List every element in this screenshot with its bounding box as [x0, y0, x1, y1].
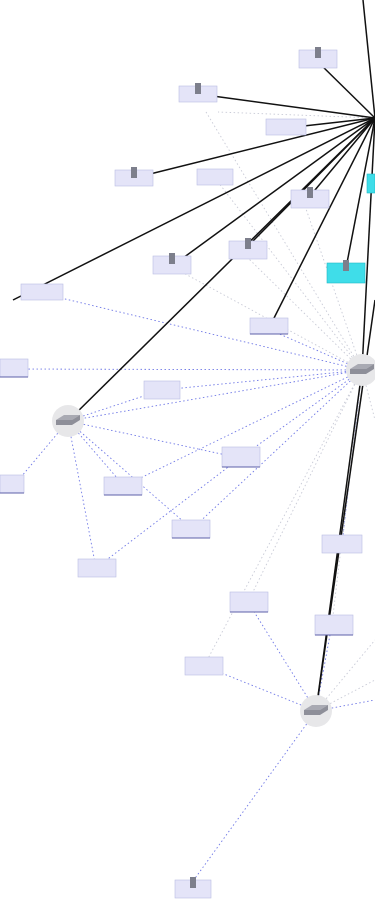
- edge: [67, 117, 375, 422]
- edge: [123, 369, 363, 487]
- node-box[interactable]: [221, 446, 261, 468]
- node-box[interactable]: [174, 877, 212, 899]
- switch-icon: [350, 364, 374, 374]
- node-box[interactable]: [178, 83, 218, 103]
- edge: [361, 117, 375, 371]
- edge: [214, 177, 363, 371]
- edge: [309, 117, 375, 197]
- edge: [239, 369, 363, 459]
- node-box-highlighted[interactable]: [326, 260, 366, 284]
- server-icon: [195, 83, 201, 94]
- edge: [67, 420, 97, 569]
- edge: [315, 679, 375, 712]
- node-box[interactable]: [229, 591, 269, 613]
- server-icon: [190, 877, 196, 888]
- node-box[interactable]: [249, 317, 289, 335]
- dotted-edges: [15, 111, 375, 889]
- server-icon: [131, 167, 137, 178]
- node-box[interactable]: [20, 283, 64, 301]
- edge: [247, 369, 363, 603]
- node-box[interactable]: [103, 476, 143, 496]
- node-box[interactable]: [143, 380, 181, 400]
- node-box[interactable]: [196, 168, 234, 186]
- hub-left[interactable]: [52, 405, 84, 437]
- edge: [331, 369, 363, 625]
- node-box[interactable]: [321, 534, 363, 554]
- node-box[interactable]: [265, 118, 307, 136]
- edge: [247, 257, 363, 371]
- edge: [95, 457, 241, 569]
- node-box[interactable]: [77, 558, 117, 578]
- edge: [171, 117, 375, 267]
- edge: [362, 0, 375, 119]
- server-icon: [307, 187, 313, 198]
- node-box[interactable]: [152, 253, 192, 275]
- edge: [67, 420, 241, 459]
- edge: [315, 623, 333, 712]
- node-box[interactable]: [184, 656, 224, 676]
- node-box[interactable]: [298, 47, 338, 69]
- edge: [67, 369, 363, 422]
- node-box[interactable]: [228, 238, 268, 260]
- node-box[interactable]: [314, 614, 354, 636]
- edge: [67, 420, 193, 530]
- node-box[interactable]: [0, 358, 29, 378]
- switch-icon: [56, 415, 80, 425]
- server-icon: [343, 260, 349, 271]
- edge: [315, 639, 375, 712]
- edge: [187, 710, 317, 889]
- edge: [269, 117, 375, 327]
- edge: [304, 205, 363, 371]
- node-box[interactable]: [114, 167, 154, 187]
- switch-icon: [304, 705, 328, 715]
- node-box[interactable]: [171, 519, 211, 539]
- node-box[interactable]: [290, 187, 330, 209]
- nodes: [0, 47, 375, 899]
- server-icon: [245, 238, 251, 249]
- edge: [247, 601, 317, 712]
- edge: [15, 368, 363, 371]
- server-icon: [315, 47, 321, 58]
- node-box[interactable]: [0, 474, 25, 494]
- edge: [67, 389, 163, 422]
- edge: [345, 117, 375, 269]
- node-box[interactable]: [366, 173, 375, 194]
- edge: [317, 61, 375, 119]
- edge: [35, 291, 363, 371]
- edge: [191, 369, 363, 530]
- hub-bottom[interactable]: [300, 695, 332, 727]
- edge: [197, 93, 375, 119]
- hub-main[interactable]: [346, 354, 375, 386]
- edge: [12, 117, 375, 301]
- solid-edges: [12, 0, 375, 712]
- edge: [161, 369, 363, 391]
- server-icon: [169, 253, 175, 264]
- edge: [267, 328, 363, 371]
- edge: [341, 369, 363, 545]
- edge: [133, 117, 375, 179]
